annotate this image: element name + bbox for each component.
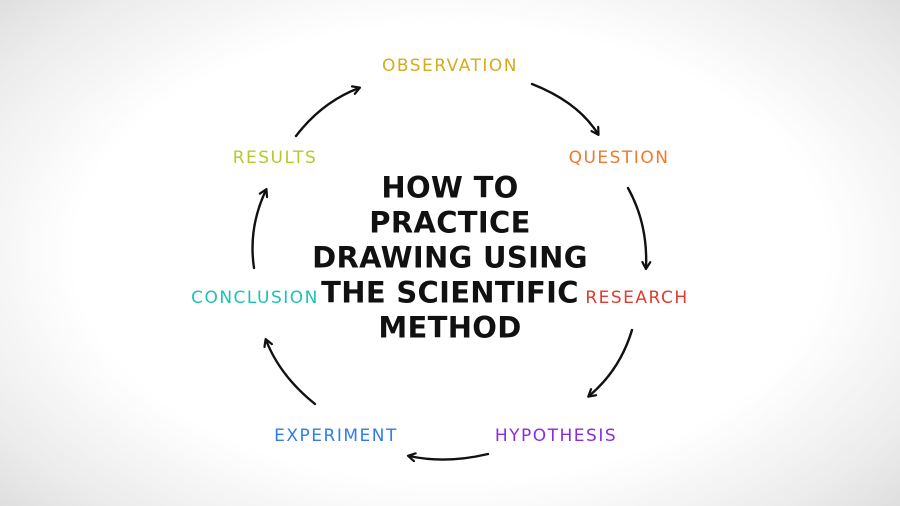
title-line: PRACTICE: [369, 205, 531, 240]
arrow-hypothesis-to-experiment: [409, 454, 490, 460]
arrow-observation-to-question: [530, 82, 598, 134]
step-experiment: EXPERIMENT: [274, 426, 398, 446]
arrow-conclusion-to-results: [251, 190, 267, 270]
step-question: QUESTION: [568, 148, 670, 168]
step-research: RESEARCH: [585, 288, 689, 308]
arrow-experiment-to-conclusion: [266, 340, 317, 406]
step-conclusion: CONCLUSION: [191, 288, 319, 308]
arrow-research-to-hypothesis: [589, 328, 634, 396]
title-line: HOW TO: [381, 170, 519, 205]
step-observation: OBSERVATION: [381, 56, 519, 76]
arrow-results-to-observation: [294, 88, 359, 138]
arrow-question-to-research: [626, 186, 646, 268]
title-line: METHOD: [378, 310, 522, 345]
diagram-title: HOW TO PRACTICE DRAWING USING THE SCIENT…: [310, 171, 590, 346]
step-results: RESULTS: [232, 148, 318, 168]
title-line: DRAWING USING: [312, 240, 588, 275]
step-hypothesis: HYPOTHESIS: [494, 426, 618, 446]
title-line: THE SCIENTIFIC: [321, 275, 579, 310]
